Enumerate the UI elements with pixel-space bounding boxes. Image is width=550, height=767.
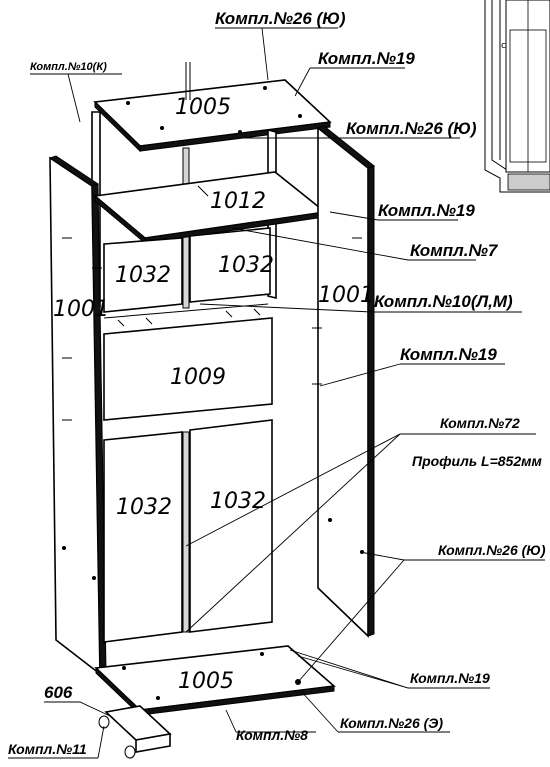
upper-left-door — [103, 237, 183, 313]
bottom-panel-label: 1005 — [178, 669, 234, 694]
drawer-front — [103, 317, 273, 421]
plinth — [98, 705, 172, 759]
shelf-label: 1012 — [210, 189, 266, 214]
lower-left-door-label: 1032 — [116, 495, 172, 520]
left-side-panel — [48, 155, 107, 676]
right-side-panel — [312, 125, 376, 638]
top-panel — [93, 62, 332, 153]
callout-k26-e: Компл.№26 (Э) — [340, 715, 443, 731]
callout-k8: Компл.№8 — [236, 727, 308, 743]
upper-left-door-label: 1032 — [115, 263, 171, 288]
lower-right-door — [189, 419, 273, 633]
callout-k19-top: Компл.№19 — [318, 49, 415, 68]
bottom-panel — [94, 645, 336, 717]
left-side-label: 1001 — [53, 297, 109, 322]
lower-left-door — [103, 431, 183, 643]
callout-k26-top: Компл.№26 (Ю) — [215, 9, 346, 28]
plinth-label: 606 — [44, 683, 73, 702]
callout-k10k: Компл.№10(К) — [30, 61, 107, 73]
callout-k11: Компл.№11 — [8, 741, 87, 757]
callout-k72: Компл.№72 — [440, 415, 520, 431]
callout-k10lm: Компл.№10(Л,М) — [374, 292, 513, 311]
drawer-front-label: 1009 — [170, 365, 226, 390]
top-panel-label: 1005 — [175, 95, 231, 120]
upper-right-door-label: 1032 — [218, 253, 274, 278]
callout-k26-low: Компл.№26 (Ю) — [438, 542, 546, 558]
callout-k7: Компл.№7 — [410, 241, 499, 260]
callout-k26-mid: Компл.№26 (Ю) — [346, 119, 477, 138]
lower-right-door-label: 1032 — [210, 489, 266, 514]
callout-profile: Профиль L=852мм — [412, 453, 542, 469]
leader-lines — [8, 27, 545, 759]
callout-k19-mid: Компл.№19 — [400, 345, 497, 364]
callout-k19-shelf: Компл.№19 — [378, 201, 475, 220]
callout-k19-bottom: Компл.№19 — [410, 670, 490, 686]
right-side-label: 1001 — [318, 283, 374, 308]
svg-text:c: c — [501, 41, 506, 51]
assembled-cabinet-inset: c — [484, 0, 550, 193]
upper-right-door — [189, 227, 271, 303]
